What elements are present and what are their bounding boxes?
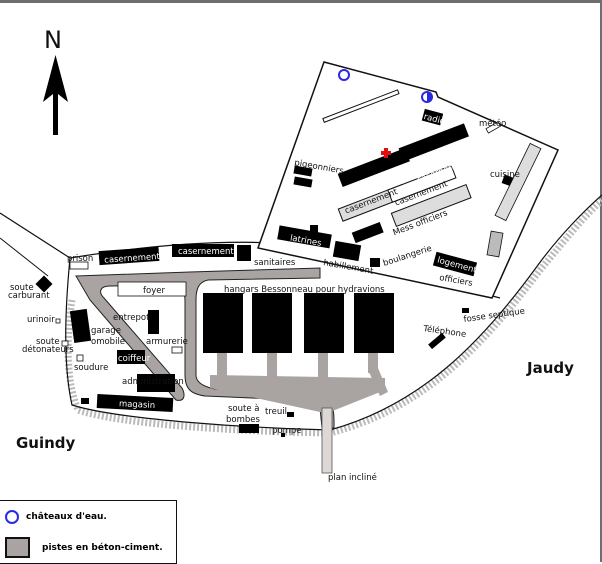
small-building — [81, 398, 89, 404]
label-garage: garage — [91, 326, 121, 336]
label-casernement: casernement — [178, 247, 234, 257]
prison-building — [69, 261, 89, 270]
label-urinoir: urinoir — [27, 315, 55, 325]
legend-item-runway: pistes en béton-ciment. — [5, 537, 163, 558]
label-casernement: casernement — [104, 252, 161, 266]
runway-swatch-icon — [5, 537, 30, 558]
upper-compound-boundary — [257, 61, 559, 299]
label-plan-incline: plan incliné — [328, 472, 377, 483]
latrines-building — [351, 222, 384, 244]
fuel-store — [35, 275, 53, 293]
casernement-building — [387, 165, 457, 203]
meteo-building — [485, 121, 502, 134]
label-cuisine: cuisine — [490, 170, 520, 180]
label-entrepot: entrepot — [113, 313, 150, 323]
garage-building — [69, 308, 92, 343]
label-pompe: pompe — [272, 426, 302, 436]
foyer-building — [117, 281, 187, 297]
logements-building — [432, 251, 478, 277]
top-border — [0, 0, 602, 3]
pipeline — [322, 89, 400, 123]
label-carburant: carburant — [8, 291, 50, 301]
armurerie-building — [171, 346, 183, 354]
coiffeur-building — [117, 350, 145, 364]
hangar-aprons — [210, 353, 388, 412]
label-sanitaires: sanitaires — [254, 258, 296, 268]
label-bombes: bombes — [226, 415, 261, 425]
label-coiffeur: coiffeur — [118, 354, 151, 364]
hangar-4 — [354, 293, 394, 353]
site-boundary — [0, 194, 602, 431]
radio-building — [421, 108, 444, 126]
main-block-building — [337, 148, 410, 187]
stepped-building — [486, 230, 504, 258]
latrines-annex — [310, 225, 318, 233]
sanitaires-building — [237, 245, 251, 261]
north-arrow-icon — [43, 55, 68, 135]
place-jaudy: Jaudy — [526, 359, 574, 377]
administration-building — [137, 374, 175, 392]
magasin-building — [96, 394, 174, 412]
water-tower-icon — [338, 69, 350, 81]
label-armurerie: armurerie — [146, 337, 188, 347]
detonateur-building — [61, 340, 69, 347]
legend-item-water-tower: châteaux d'eau. — [5, 510, 107, 524]
label-fosse-septique: fosse septique — [463, 306, 526, 324]
bomb-store — [239, 424, 259, 433]
right-border — [600, 0, 602, 562]
compass-letter: N — [44, 26, 62, 54]
label-magasin: magasin — [119, 399, 156, 411]
latrines-building — [277, 225, 332, 249]
label-prison: prison — [67, 254, 93, 264]
label-soudure: soudure — [74, 363, 108, 373]
label-detonateurs: détonateurs — [22, 344, 74, 355]
label-garage-automobile: omobile — [91, 337, 125, 347]
seaplane-slipway — [321, 407, 333, 474]
casernement-building — [398, 123, 469, 162]
hangar-1 — [203, 293, 243, 353]
water-tower-icon — [421, 91, 433, 103]
red-cross-icon — [381, 148, 391, 158]
access-road — [0, 237, 49, 277]
hatched-building — [494, 142, 542, 222]
label-foyer: foyer — [143, 286, 165, 296]
label-administration: administration — [122, 377, 184, 387]
hangar-3 — [304, 293, 344, 353]
label-treuil: treuil — [265, 407, 287, 417]
soudure-building — [76, 354, 84, 362]
telephone-building — [428, 332, 446, 350]
urinoir-building — [55, 318, 61, 324]
pigeonnier-building — [293, 176, 313, 188]
pigeonnier-building — [293, 165, 313, 177]
fosse-building — [462, 308, 469, 313]
entrepot-building — [148, 310, 159, 334]
label-soute: soute — [36, 337, 60, 347]
casernement-building — [98, 246, 160, 266]
treuil-building — [287, 412, 294, 417]
legend-label: châteaux d'eau. — [26, 512, 107, 522]
map-legend: châteaux d'eau. pistes en béton-ciment. — [0, 500, 177, 564]
legend-label: pistes en béton-ciment. — [42, 542, 163, 553]
place-guindy: Guindy — [16, 434, 76, 452]
mess-building — [390, 183, 472, 228]
habillement-building — [332, 240, 362, 262]
pompe-building — [281, 433, 285, 437]
hangar-2 — [252, 293, 292, 353]
label-meteo: météo — [479, 118, 506, 129]
casernement-building — [172, 244, 234, 257]
water-tower-icon — [5, 510, 19, 524]
label-soute: soute — [10, 283, 34, 293]
label-hangars: hangars Bessonneau pour hydravions — [224, 285, 385, 295]
boulangerie-building — [370, 258, 380, 267]
label-soute-a: soute à — [228, 404, 260, 414]
